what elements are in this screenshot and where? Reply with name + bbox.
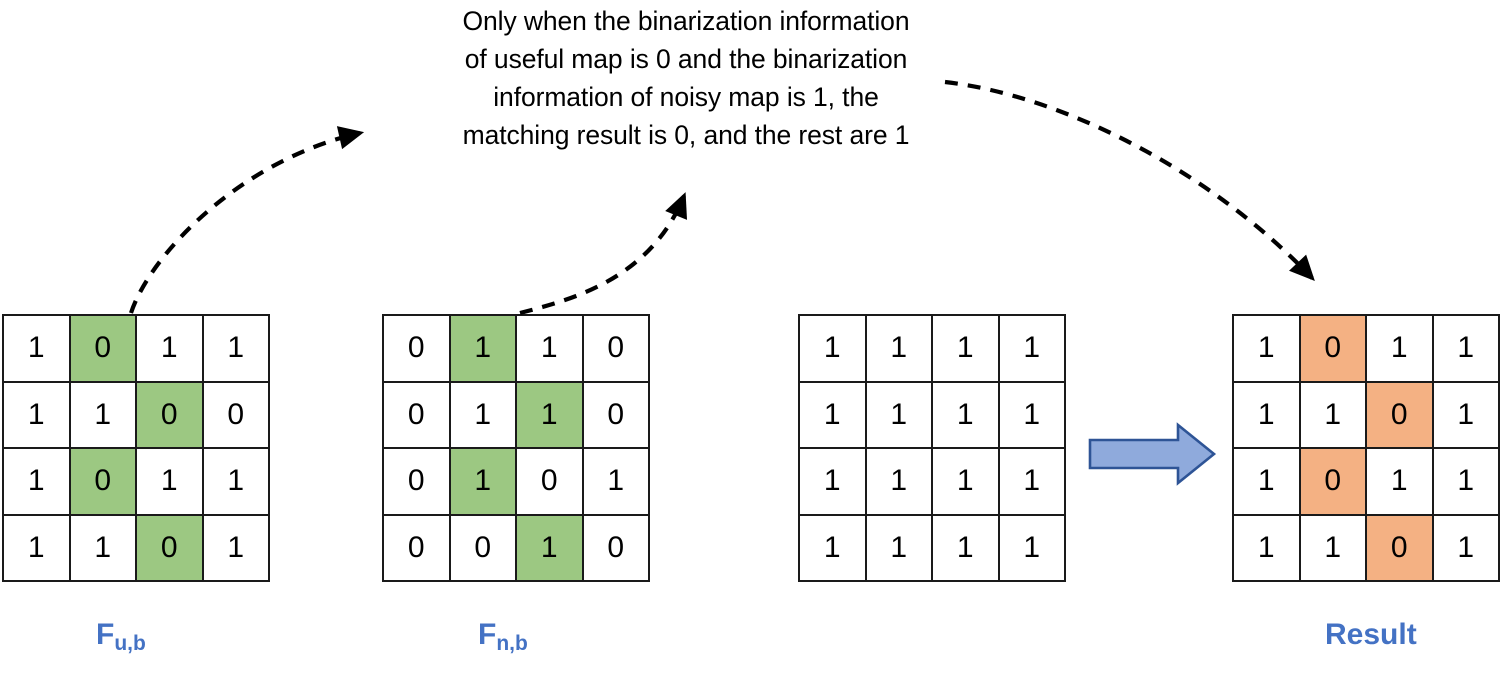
matrix-cell: 1 [517,316,584,383]
matrix-cell: 1 [1433,316,1500,383]
matrix-cell: 0 [517,449,584,516]
matrix-cell: 1 [137,316,204,383]
matrix-cell: 0 [450,515,517,582]
matrix-cell: 0 [1367,515,1434,582]
matrix-cell: 1 [999,382,1066,449]
caption-text: Only when the binarization information o… [398,2,974,154]
matrix-label-fnb-base: F [478,618,497,651]
matrix-cell: 1 [866,382,933,449]
matrix-cell: 1 [866,316,933,383]
matrix-label-fub: Fu,b [96,618,146,655]
matrix-cell: 0 [1300,449,1367,516]
matrix-cell: 1 [1300,515,1367,582]
matrix-cell: 1 [1300,382,1367,449]
matrix-cell: 1 [1367,316,1434,383]
matrix-label-result: Result [1325,618,1417,651]
matrix-cell: 1 [1234,382,1301,449]
dashed-arrow-fub-to-caption [129,126,365,314]
caption-line-4: matching result is 0, and the rest are 1 [462,120,910,150]
matrix-cell: 1 [70,515,137,582]
matrix-cell: 1 [4,382,71,449]
matrix-cell: 1 [800,515,867,582]
matrix-cell: 1 [866,515,933,582]
matrix-cell: 1 [4,449,71,516]
matrix-cell: 0 [137,382,204,449]
matrix-cell: 1 [137,449,204,516]
matrix-cell: 1 [4,515,71,582]
matrix-cell: 0 [1367,382,1434,449]
matrix-cell: 0 [137,515,204,582]
matrix-cell: 1 [933,382,1000,449]
matrix-cell: 1 [450,449,517,516]
matrix-label-fnb: Fn,b [478,618,528,655]
matrix-label-fub-subscript: u,b [114,632,146,655]
caption-line-1: Only when the binarization information [462,6,910,36]
matrix-cell: 0 [583,515,650,582]
matrix-cell: 0 [203,382,270,449]
matrix-cell: 1 [933,449,1000,516]
matrix-cell: 1 [517,515,584,582]
matrix-cell: 1 [999,316,1066,383]
matrix-label-fub-base: F [96,618,115,651]
matrix-cell: 1 [1433,449,1500,516]
matrix-cell: 0 [384,515,451,582]
matrix-cell: 1 [1234,449,1301,516]
dashed-arrow-caption-to-result [944,79,1315,282]
matrix-cell: 1 [1234,515,1301,582]
matrix-cell: 1 [203,449,270,516]
matrix-cell: 1 [583,449,650,516]
matrix-cell: 0 [1300,316,1367,383]
matrix-cell: 1 [933,515,1000,582]
matrix-cell: 0 [583,316,650,383]
matrix-cell: 1 [1433,382,1500,449]
caption-line-3: information of noisy map is 1, the [493,82,879,112]
matrix-cell: 0 [583,382,650,449]
matrix-cell: 1 [866,449,933,516]
matrix-cell: 0 [384,316,451,383]
matrix-label-fnb-subscript: n,b [496,632,528,655]
caption-line-2: of useful map is 0 and the binarization [464,44,908,74]
matrix-cell: 1 [800,449,867,516]
matrix-cell: 1 [450,316,517,383]
matrix-cell: 1 [1433,515,1500,582]
matrix-cell: 0 [70,316,137,383]
matrix-cell: 1 [1234,316,1301,383]
matrix-cell: 1 [4,316,71,383]
matrix-cell: 0 [384,449,451,516]
matrix-cell: 0 [70,449,137,516]
matrix-cell: 1 [517,382,584,449]
matrix-cell: 1 [450,382,517,449]
matrix-cell: 1 [1367,449,1434,516]
matrix-cell: 1 [933,316,1000,383]
dashed-arrow-fnb-to-caption [519,192,688,316]
matrix-cell: 1 [70,382,137,449]
block-arrow-icon [1088,422,1217,486]
matrix-cell: 1 [999,515,1066,582]
matrix-cell: 0 [384,382,451,449]
matrix-cell: 1 [999,449,1066,516]
matrix-cell: 1 [203,515,270,582]
matrix-cell: 1 [800,382,867,449]
matrix-cell: 1 [203,316,270,383]
matrix-cell: 1 [800,316,867,383]
